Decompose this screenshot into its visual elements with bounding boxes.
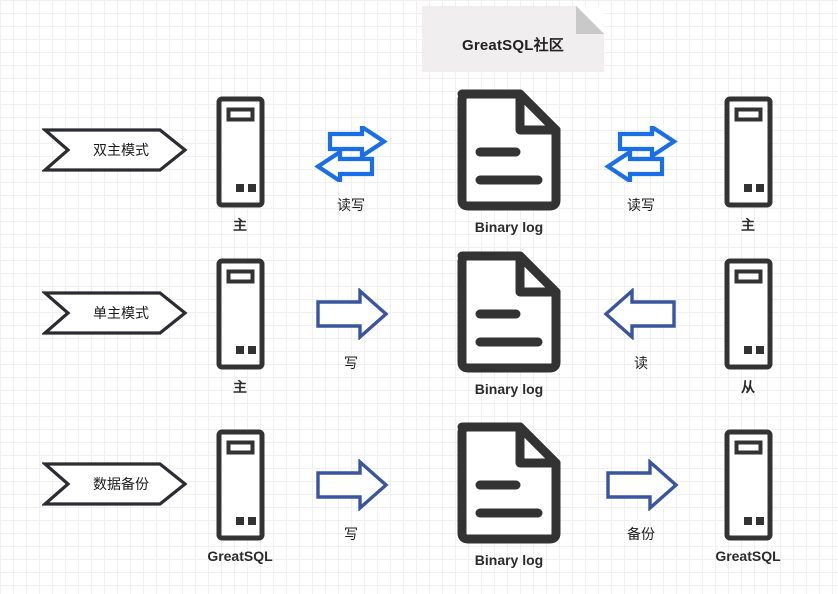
node-caption-row-3-center: Binary log: [474, 552, 544, 568]
document-icon: [457, 422, 561, 544]
document-icon: [457, 251, 561, 373]
node-row-3-right[interactable]: GreatSQL: [698, 429, 798, 564]
banner-row-1: 双主模式: [42, 127, 188, 173]
arrow-row-3-right: 备份: [600, 458, 682, 544]
note-fold-corner-icon: [576, 6, 604, 34]
arrow-right-icon: [606, 458, 679, 512]
arrow-left-icon: [603, 287, 676, 341]
arrow-right-icon: [316, 287, 389, 341]
arrow-right-icon: [316, 458, 389, 512]
chevron-banner-icon: [42, 128, 188, 172]
server-icon: [724, 258, 773, 370]
banner-label-row-3: 数据备份: [93, 476, 149, 492]
node-caption-row-2-center: Binary log: [474, 381, 544, 397]
arrow-row-2-left: 写: [310, 287, 392, 373]
node-caption-row-2-right: 从: [741, 379, 755, 395]
node-row-1-right[interactable]: 主: [698, 96, 798, 235]
arrow-row-3-left: 写: [310, 458, 392, 544]
document-icon: [457, 89, 561, 211]
node-caption-row-3-right: GreatSQL: [715, 548, 781, 564]
server-icon: [216, 258, 265, 370]
server-icon: [724, 429, 773, 541]
arrow-row-1-left: 读写: [310, 123, 392, 215]
server-icon: [216, 429, 265, 541]
banner-label-row-2: 单主模式: [93, 305, 149, 321]
arrow-label-row-1-left: 读写: [337, 197, 365, 213]
arrow-label-row-2-left: 写: [344, 355, 358, 371]
chevron-banner-icon: [42, 462, 188, 506]
node-caption-row-3-left: GreatSQL: [207, 548, 273, 564]
note-title: GreatSQL社区: [461, 37, 565, 54]
server-icon: [216, 96, 265, 208]
chevron-banner-icon: [42, 291, 188, 335]
node-caption-row-1-center: Binary log: [474, 219, 544, 235]
node-row-2-right[interactable]: 从: [698, 258, 798, 397]
arrow-label-row-3-right: 备份: [627, 526, 655, 542]
sticky-note-header: GreatSQL社区: [422, 6, 604, 72]
arrow-label-row-3-left: 写: [344, 526, 358, 542]
node-row-1-left[interactable]: 主: [190, 96, 290, 235]
server-icon: [724, 96, 773, 208]
node-row-3-center[interactable]: Binary log: [440, 421, 578, 568]
node-caption-row-1-right: 主: [741, 217, 755, 233]
exchange-arrow-icon: [314, 123, 388, 185]
arrow-row-2-right: 读: [600, 287, 682, 373]
node-row-1-center[interactable]: Binary log: [440, 88, 578, 235]
exchange-arrow-icon: [604, 123, 678, 185]
node-row-3-left[interactable]: GreatSQL: [190, 429, 290, 564]
banner-label-row-1: 双主模式: [93, 142, 149, 158]
node-caption-row-1-left: 主: [233, 217, 247, 233]
node-row-2-center[interactable]: Binary log: [440, 250, 578, 397]
node-row-2-left[interactable]: 主: [190, 258, 290, 397]
arrow-label-row-2-right: 读: [634, 355, 648, 371]
node-caption-row-2-left: 主: [233, 379, 247, 395]
arrow-label-row-1-right: 读写: [627, 197, 655, 213]
banner-row-2: 单主模式: [42, 290, 188, 336]
arrow-row-1-right: 读写: [600, 123, 682, 215]
banner-row-3: 数据备份: [42, 461, 188, 507]
